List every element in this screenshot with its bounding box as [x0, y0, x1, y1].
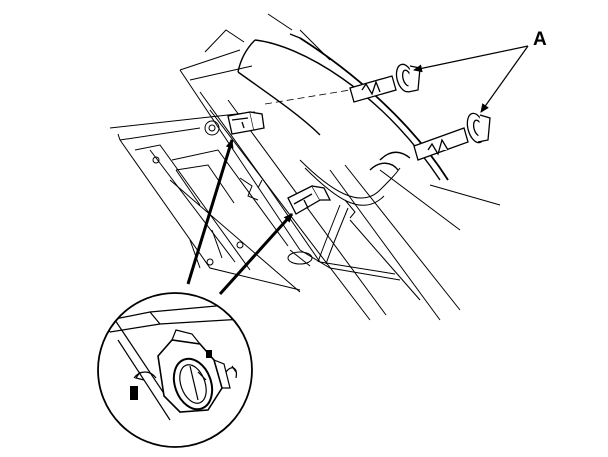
detail-zoom-circle — [97, 292, 253, 448]
clip-a-lower — [413, 112, 491, 161]
steering-column — [237, 33, 449, 181]
connector-lower — [287, 185, 332, 215]
callout-label-a: A — [533, 29, 547, 50]
callout-a-leaders — [413, 45, 529, 113]
dashboard-frame — [109, 13, 501, 321]
detail-arrows — [186, 139, 294, 296]
alignment-line — [264, 87, 363, 105]
clip-a-upper — [349, 63, 421, 103]
wire-harness — [299, 159, 401, 265]
connector-upper — [227, 111, 265, 135]
